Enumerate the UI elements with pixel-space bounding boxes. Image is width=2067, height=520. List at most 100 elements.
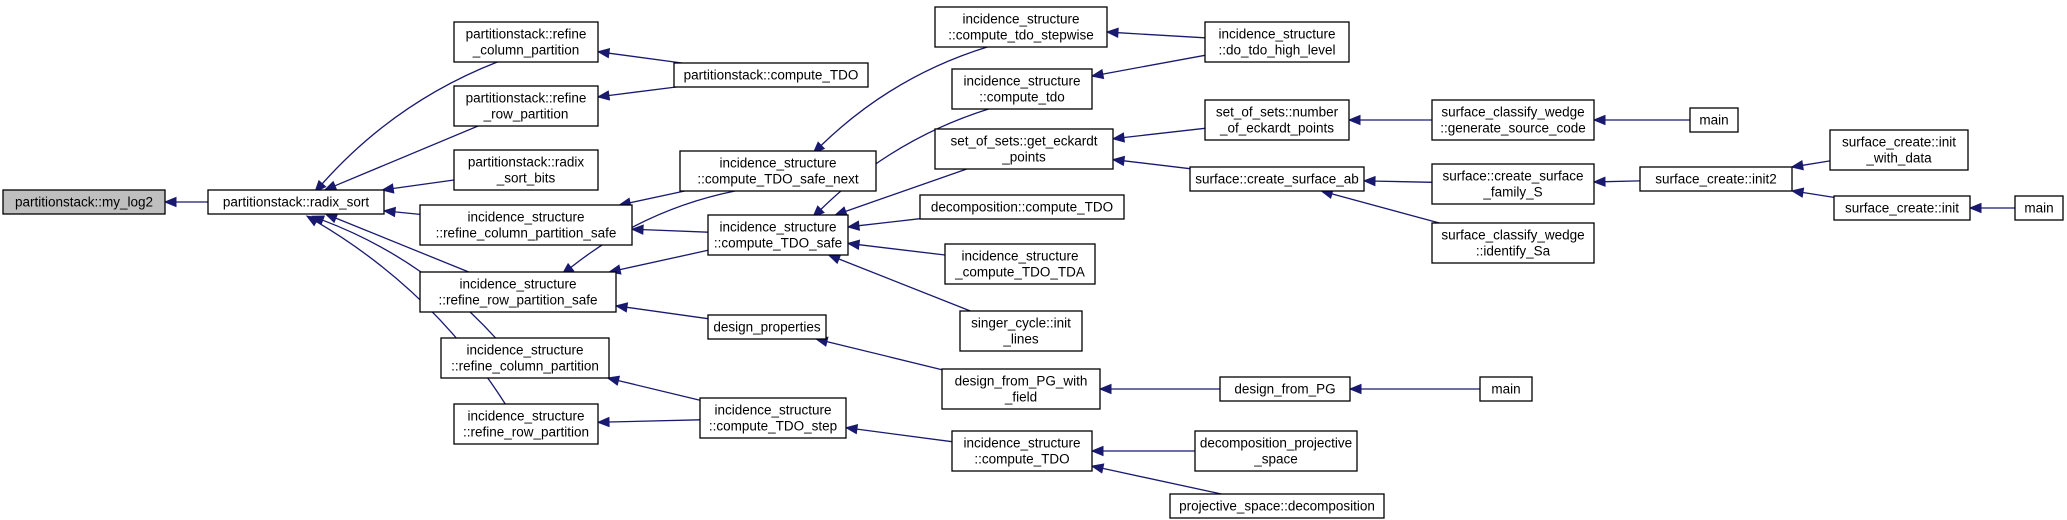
node-label: ::generate_source_code (1440, 121, 1586, 136)
node-n14[interactable]: incidence_structure::compute_tdo_stepwis… (934, 6, 1108, 48)
arrowhead-icon (1105, 27, 1119, 38)
arrowhead-icon (844, 424, 859, 435)
edge-line (321, 61, 498, 185)
edge-line (335, 217, 469, 273)
edge-n11-to-n5 (630, 224, 709, 235)
node-label: incidence_structure (459, 277, 576, 292)
edge-line (608, 52, 682, 64)
node-box (707, 214, 849, 256)
edge-line (570, 190, 736, 268)
edge-line (1331, 193, 1440, 224)
node-n31[interactable]: main (1689, 107, 1739, 133)
node-n18[interactable]: incidence_structure_compute_TDO_TDA (944, 243, 1096, 285)
arrowhead-icon (1790, 187, 1805, 198)
node-label: _row_partition (483, 107, 569, 122)
edge-n24-to-n16 (1111, 155, 1191, 170)
node-box (934, 6, 1108, 48)
node-n36[interactable]: main (2014, 195, 2064, 221)
node-label: design_properties (713, 320, 821, 335)
node-label: surface_classify_wedge (1441, 228, 1584, 243)
edge-line (1802, 160, 1831, 166)
edge-n31-to-n28 (1592, 114, 1690, 126)
node-n22[interactable]: incidence_structure::do_tdo_high_level (1204, 21, 1350, 63)
edge-n17-to-n11 (846, 218, 921, 231)
node-box (679, 150, 877, 192)
node-n32[interactable]: surface_create::init2 (1639, 166, 1793, 192)
node-label: surface_create::init2 (1655, 172, 1777, 187)
edge-line (838, 258, 971, 312)
node-n25[interactable]: design_from_PG (1219, 376, 1351, 402)
edge-n21-to-n13 (844, 424, 953, 443)
node-box (959, 310, 1083, 352)
edge-n20-to-n12 (814, 336, 943, 371)
edge-line (394, 211, 421, 216)
arrowhead-icon (606, 375, 621, 386)
node-n33[interactable]: main (1479, 376, 1533, 402)
node-n11[interactable]: incidence_structure::compute_TDO_safe (707, 214, 849, 256)
node-n3[interactable]: partitionstack::refine_row_partition (453, 85, 599, 127)
node-box (1639, 166, 1793, 192)
node-label: decomposition::compute_TDO (931, 200, 1113, 215)
node-n21[interactable]: incidence_structure::compute_TDO (951, 430, 1093, 472)
node-label: surface_create::init (1845, 201, 1959, 216)
node-n19[interactable]: singer_cycle::init_lines (959, 310, 1083, 352)
node-n1[interactable]: partitionstack::radix_sort (207, 189, 385, 215)
node-n34[interactable]: surface_create::init_with_data (1829, 129, 1969, 171)
node-n12[interactable]: design_properties (707, 314, 827, 340)
edge-line (619, 249, 709, 271)
arrowhead-icon (324, 213, 339, 224)
node-box (1431, 163, 1595, 205)
node-label: ::do_tdo_high_level (1218, 43, 1335, 58)
node-label: partitionstack::refine (466, 91, 587, 106)
node-box (1479, 376, 1533, 402)
node-n5[interactable]: incidence_structure::refine_column_parti… (419, 204, 633, 246)
node-n35[interactable]: surface_create::init (1833, 195, 1971, 221)
node-n29[interactable]: surface::create_surface_family_S (1431, 163, 1595, 205)
node-n26[interactable]: decomposition_projective_space (1194, 430, 1358, 472)
node-label: set_of_sets::number (1216, 105, 1339, 120)
arrowhead-icon (323, 180, 338, 191)
node-n24[interactable]: surface::create_surface_ab (1189, 166, 1365, 192)
node-n8[interactable]: incidence_structure::refine_row_partitio… (453, 403, 599, 445)
node-label: _compute_TDO_TDA (954, 265, 1085, 280)
node-n9[interactable]: partitionstack::compute_TDO (673, 62, 869, 88)
node-n27[interactable]: projective_space::decomposition (1169, 493, 1385, 519)
edge-line (322, 219, 497, 339)
node-label: surface_classify_wedge (1441, 105, 1584, 120)
node-box (951, 68, 1093, 110)
edge-n9-to-n2 (596, 48, 682, 64)
node-n16[interactable]: set_of_sets::get_eckardt_points (934, 128, 1114, 170)
node-n10[interactable]: incidence_structure::compute_TDO_safe_ne… (679, 150, 877, 192)
node-box (1204, 99, 1350, 141)
node-n17[interactable]: decomposition::compute_TDO (919, 194, 1125, 220)
node-n0[interactable]: partitionstack::my_log2 (2, 189, 166, 215)
node-label: incidence_structure (963, 74, 1080, 89)
node-n2[interactable]: partitionstack::refine_column_partition (453, 21, 599, 63)
node-box (699, 397, 847, 439)
node-n28[interactable]: surface_classify_wedge::generate_source_… (1431, 99, 1595, 141)
arrowhead-icon (163, 196, 177, 208)
node-n7[interactable]: incidence_structure::refine_column_parti… (440, 337, 610, 379)
node-label: incidence_structure (963, 436, 1080, 451)
node-n20[interactable]: design_from_PG_with_field (941, 368, 1101, 410)
edge-n23-to-n16 (1111, 127, 1206, 143)
node-n30[interactable]: surface_classify_wedge::identify_Sa (1431, 222, 1595, 264)
node-n15[interactable]: incidence_structure::compute_tdo (951, 68, 1093, 110)
node-n13[interactable]: incidence_structure::compute_TDO_step (699, 397, 847, 439)
node-box (1431, 99, 1595, 141)
node-n6[interactable]: incidence_structure::refine_row_partitio… (419, 271, 617, 313)
edge-line (334, 125, 479, 187)
node-n4[interactable]: partitionstack::radix_sort_bits (453, 149, 599, 191)
edge-line (826, 340, 943, 371)
arrowhead-icon (1790, 159, 1804, 171)
arrowhead-icon (305, 215, 320, 227)
node-label: incidence_structure (1218, 27, 1335, 42)
edge-n11-to-n6 (607, 249, 709, 275)
node-label: projective_space::decomposition (1179, 499, 1375, 514)
edge-line (858, 218, 921, 227)
node-box (1204, 21, 1350, 63)
edge-n2-to-n1 (314, 61, 498, 193)
node-label: _of_eckardt_points (1219, 121, 1334, 136)
node-label: _field (1004, 390, 1037, 405)
node-n23[interactable]: set_of_sets::number_of_eckardt_points (1204, 99, 1350, 141)
